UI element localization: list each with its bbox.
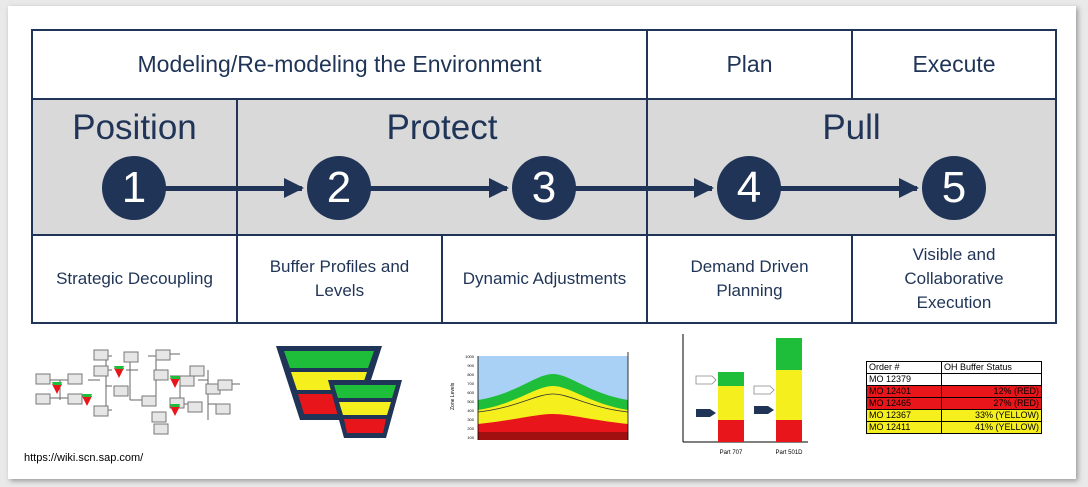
header-modeling-text: Modeling/Re-modeling the Environment [137,51,542,77]
header-modeling: Modeling/Re-modeling the Environment [31,29,648,100]
table-cell-status: 27% (RED) [941,397,1042,410]
svg-text:900: 900 [467,363,474,368]
table-header-row: Order # OH Buffer Status [866,361,1042,374]
label-strategic-decoupling: Strategic Decoupling [31,234,238,324]
header-plan-text: Plan [726,51,773,77]
svg-text:1000: 1000 [465,354,475,359]
table-cell-status: 33% (YELLOW) [941,409,1042,422]
table-cell-order: MO 12411 [866,421,942,434]
svg-text:800: 800 [467,372,474,377]
buffer-status-table: Order # OH Buffer Status MO 12379 MO 124… [866,361,1042,434]
table-cell-order: MO 12367 [866,409,942,422]
table-cell-status [941,373,1042,386]
phase-protect: Protect [386,108,498,147]
label-demand-line-1: Demand Driven [690,257,809,276]
table-header-status: OH Buffer Status [941,361,1042,374]
arrow-3-4 [574,178,714,198]
label-visible-line-3: Execution [916,293,992,312]
table-row: MO 12465 27% (RED) [866,397,1042,410]
label-visible-line-1: Visible and [912,245,996,264]
table-cell-status: 41% (YELLOW) [941,421,1042,434]
buffer-funnel-small [328,380,402,438]
arrow-4-5 [779,178,919,198]
label-buffer-line-2: Levels [314,281,365,300]
phase-position: Position [72,108,197,147]
bars-label-part-707: Part 707 [720,450,743,456]
zone-trend-line [477,393,629,413]
source-url: https://wiki.scn.sap.com/ [24,452,144,464]
bar-part-501d [776,338,802,442]
arrow-1-2 [164,178,304,198]
zone-chart-ylabel: Zone Levels [450,382,456,410]
label-dynamic-text: Dynamic Adjustments [462,269,627,288]
label-visible-line-2: Collaborative [904,269,1004,288]
table-cell-order: MO 12465 [866,397,942,410]
table-cell-order: MO 12401 [866,385,942,398]
network-links [50,353,240,420]
label-buffer-line-1: Buffer Profiles and [269,257,410,276]
arrow-2-3 [369,178,509,198]
network-nodes [35,349,233,435]
svg-text:600: 600 [467,390,474,395]
label-dynamic-adjustments: Dynamic Adjustments [441,234,648,324]
zone-levels-chart: Zone Levels 1000 900 800 700 600 500 400… [450,352,629,440]
header-execute: Execute [851,29,1057,100]
bars-label-part-501d: Part 501D [775,450,803,456]
table-cell-order: MO 12379 [866,373,942,386]
header-plan: Plan [646,29,853,100]
table-cell-status: 12% (RED) [941,385,1042,398]
bar-part-707 [718,372,744,442]
step-3-circle: 3 [512,156,576,220]
step-5-circle: 5 [922,156,986,220]
table-row: MO 12367 33% (YELLOW) [866,409,1042,422]
svg-text:100: 100 [467,435,474,440]
svg-text:700: 700 [467,381,474,386]
buffer-markers [52,366,180,416]
svg-text:500: 500 [467,399,474,404]
step-4-circle: 4 [717,156,781,220]
table-row: MO 12411 41% (YELLOW) [866,421,1042,434]
decoupling-network-illustration [35,349,240,435]
svg-text:200: 200 [467,426,474,431]
svg-text:300: 300 [467,417,474,422]
label-strategic-text: Strategic Decoupling [56,269,213,288]
step-2-circle: 2 [307,156,371,220]
part-bars-chart: Part 707 Part 501D [682,334,808,456]
open-order-arrow-icon-2 [753,385,775,395]
zone-chart-ticks: 1000 900 800 700 600 500 400 300 200 100 [465,354,475,440]
net-flow-arrow-icon [696,409,716,417]
header-execute-text: Execute [912,51,996,77]
buffer-funnel-illustration [276,346,402,438]
zone-base [478,432,628,440]
svg-text:400: 400 [467,408,474,413]
table-row: MO 12401 12% (RED) [866,385,1042,398]
label-demand-line-2: Planning [716,281,783,300]
open-order-arrow-icon [695,375,717,385]
net-flow-arrow-icon-2 [754,406,774,414]
phase-pull-cell [646,98,1057,236]
phase-pull: Pull [822,108,881,147]
table-header-order: Order # [866,361,942,374]
table-row: MO 12379 [866,373,1042,386]
step-1-circle: 1 [102,156,166,220]
